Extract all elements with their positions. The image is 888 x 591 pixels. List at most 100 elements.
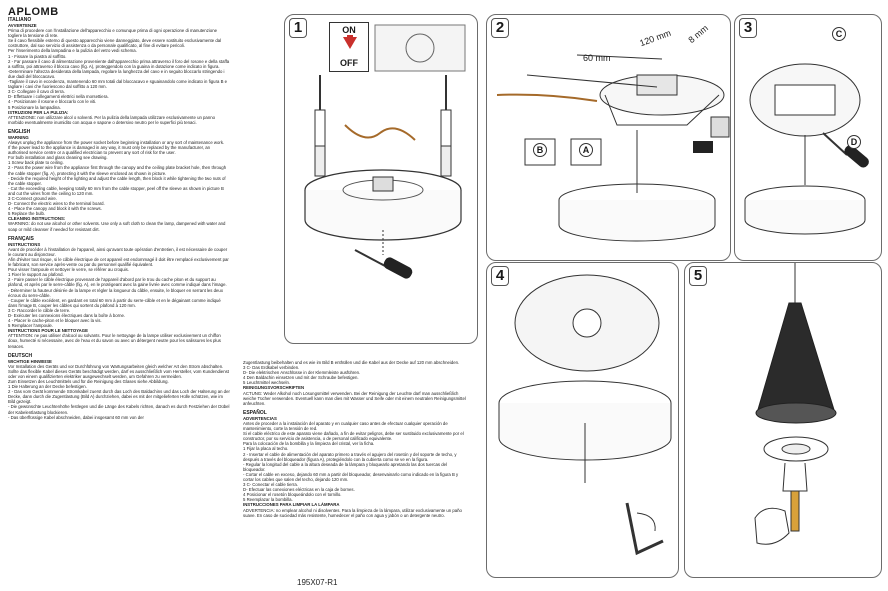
instruction-paragraph: 2 - Far passare il cavo di alimentazione…: [8, 58, 230, 69]
instruction-paragraph: Si el cable eléctrico de este aparato vi…: [243, 431, 464, 442]
panel-number: 3: [739, 18, 757, 38]
instruction-paragraph: 3 C- Conectar el cable tierra.: [243, 482, 298, 488]
callout-c: C: [832, 27, 846, 41]
dimension-60mm: 60 mm: [583, 53, 611, 63]
instruction-paragraph: 4 Den Baldachin einsetzen und mit der Sc…: [243, 375, 359, 381]
instruction-paragraph: 2 - Das vom Gerät kommende Stromkabel zu…: [8, 389, 230, 405]
instruction-paragraph: Antes de proceder a la instalación del a…: [243, 420, 448, 432]
section-heading: ADVERTENCIAS: [243, 415, 277, 421]
ceiling-plate-illustration: [304, 24, 466, 279]
instruction-paragraph: 2 - Pass the power wire from the applian…: [8, 165, 227, 176]
panel-number: 1: [289, 18, 307, 38]
instruction-paragraph: 1 Fijar la placa al techo.: [243, 446, 289, 452]
language-heading: ENGLISH: [8, 128, 31, 135]
panel-number: 4: [491, 266, 509, 286]
instruction-paragraph: - Cortar el cable en exceso, dejando 60 …: [243, 471, 459, 482]
instruction-paragraph: ACTUNG: Weder Alkohol noch Lösungsmittel…: [243, 390, 466, 406]
instruction-paragraph: D- Exécuter les connexions électriques d…: [8, 312, 126, 318]
instruction-paragraph: D- Die elektrischen Anschlüsse in der Kl…: [243, 370, 361, 376]
instruction-paragraph: Pour visser l'ampoule et nettoyer le ver…: [8, 267, 129, 273]
instruction-paragraph: D- Connect the electric wires to the ter…: [8, 201, 105, 207]
section-heading: AVVERTENZE: [8, 23, 37, 28]
section-heading: INSTRUCTIONS: [8, 241, 41, 247]
instruction-paragraph: 3 C-Connect ground wire.: [8, 196, 57, 201]
terminal-connection-illustration: [744, 63, 869, 235]
document-code: 195X07-R1: [297, 578, 338, 587]
instruction-paragraph: - Couper le câble excédent, en gardant e…: [8, 297, 221, 308]
instruction-paragraph: - Déterminer la hauteur désirée de la la…: [8, 287, 223, 298]
language-heading: ITALIANO: [8, 17, 32, 23]
power-switch-illustration: ON OFF: [329, 22, 369, 72]
instruction-paragraph: Afin d'éviter tout risque, si le câble é…: [8, 256, 229, 268]
document-title: APLOMB: [8, 6, 59, 18]
instruction-paragraph: 4 - Posizionare il rosone e bloccarlo co…: [8, 99, 97, 105]
instruction-paragraph: -Tagliare il cavo in eccedenza, mantenen…: [8, 79, 228, 90]
figure-panel-3: 3 C D: [734, 14, 882, 261]
instruction-paragraph: - Die gewünschte Leuchtenhöhe festlegen …: [8, 404, 230, 415]
section-heading: WARNING: [8, 134, 29, 140]
section-heading: INSTRUCTIONS POUR LE NETTOYAGE: [8, 328, 88, 334]
instruction-paragraph: 5 Reemplazar la bombilla.: [243, 497, 293, 503]
instruction-paragraph: Zugentlastung beibehalten und es wie im …: [243, 360, 460, 365]
instruction-paragraph: If the power lead to the appliance is da…: [8, 145, 210, 156]
section-heading: WICHTIGE HINWEISE: [8, 358, 52, 364]
on-label: ON: [342, 25, 356, 35]
instruction-paragraph: Vor Installation des Geräts und vor Durc…: [8, 363, 224, 369]
bulb-replacement-illustration: [754, 263, 837, 545]
callout-a: A: [579, 143, 593, 157]
instruction-paragraph: -Determinare l'altezza desiderata della …: [8, 68, 225, 79]
language-section: Zugentlastung beibehalten und es wie im …: [243, 360, 469, 406]
instruction-paragraph: 5 Leuchtmittel wechseln.: [243, 380, 291, 386]
instruction-paragraph: - Regular la longitud del cable a la alt…: [243, 461, 447, 472]
section-heading: CLEANING INSTRUCTIONS:: [8, 216, 66, 222]
instruction-paragraph: 2 - Faire passer le câble électrique pro…: [8, 277, 227, 288]
instruction-paragraph: Se il cavo flessibile esterno di questo …: [8, 38, 222, 49]
instruction-paragraph: Per l'inserimento della lampadina e la p…: [8, 48, 137, 54]
instruction-paragraph: ATTENTION: ne pas utiliser d'alcool ou s…: [8, 333, 221, 349]
canopy-mount-illustration: [498, 274, 672, 556]
section-heading: INSTRUCCIONES PARA LIMPIAR LA LÁMPARA: [243, 502, 340, 508]
callout-b: B: [533, 143, 547, 157]
language-heading: ESPAÑOL: [243, 409, 267, 416]
instruction-paragraph: For bulb installation and glass cleaning…: [8, 155, 108, 161]
instruction-paragraph: 5 Remplacer l'ampoule.: [8, 323, 54, 329]
instruction-paragraph: 1 - Fissare la piastra al soffitto.: [8, 53, 67, 59]
instruction-paragraph: ATTENZIONE: non utilizzare alcol o solve…: [8, 114, 215, 125]
instruction-paragraph: Always unplug the appliance from the pow…: [8, 139, 225, 145]
instruction-paragraph: Zum Einsetzen des Leuchtmittels und für …: [8, 379, 169, 384]
figure-panel-5: 5: [684, 262, 882, 578]
instruction-paragraph: 1 Die Halterung an der Decke befestigen.: [8, 384, 87, 390]
instructions-column-2: Zugentlastung beibehalten und es wie im …: [243, 360, 469, 522]
down-arrow-head-icon: [343, 37, 357, 49]
section-heading: ISTRUZIONI PER LA PULIZIA:: [8, 109, 69, 115]
instruction-paragraph: D- Efectuar las conexiones eléctricas en…: [243, 487, 355, 493]
instruction-paragraph: 5 Replace the bulb.: [8, 211, 46, 217]
instruction-paragraph: Sollte das flexible Kabel dieses Geräts …: [8, 368, 229, 379]
off-label: OFF: [340, 58, 358, 68]
figure-panel-4: 4: [486, 262, 679, 578]
instruction-paragraph: - Cut the exceeding cable, keeping total…: [8, 185, 224, 196]
instruction-paragraph: 5 Posizionare la lampadina.: [8, 104, 61, 110]
instruction-paragraph: D- Effettuare i collegamenti elettrici n…: [8, 94, 109, 100]
figure-panel-2: 2 60 mm 120 mm 8 mm B A: [486, 14, 731, 261]
section-heading: REINIGUNGSVORSCHRIFTEN: [243, 385, 305, 391]
figure-panel-1: 1 ON OFF: [284, 14, 478, 344]
language-heading: DEUTSCH: [8, 352, 33, 359]
instruction-paragraph: ADVERTENCIA: no emplear alcohol ni disol…: [243, 507, 462, 518]
instruction-paragraph: 2 - Insertar el cable de alimentación de…: [243, 451, 457, 462]
instruction-paragraph: 4 Posicionar el rosetón bloqueándolo con…: [243, 492, 342, 498]
instruction-paragraph: 1 Screw back plate to ceiling.: [8, 160, 64, 166]
instruction-paragraph: Para la colocación de la bombilla y la l…: [243, 441, 375, 447]
instruction-paragraph: 1 Fixer le support au plafond.: [8, 272, 64, 278]
panel-number: 5: [689, 266, 707, 286]
instruction-paragraph: Avant de procéder à l'installation de l'…: [8, 246, 228, 257]
instruction-paragraph: Prima di procedere con l'installazione d…: [8, 28, 217, 39]
instruction-paragraph: 3 C- Collegare il cavo di terra.: [8, 89, 65, 95]
instruction-paragraph: WARNING: do not use alcohol or other sol…: [8, 221, 226, 232]
